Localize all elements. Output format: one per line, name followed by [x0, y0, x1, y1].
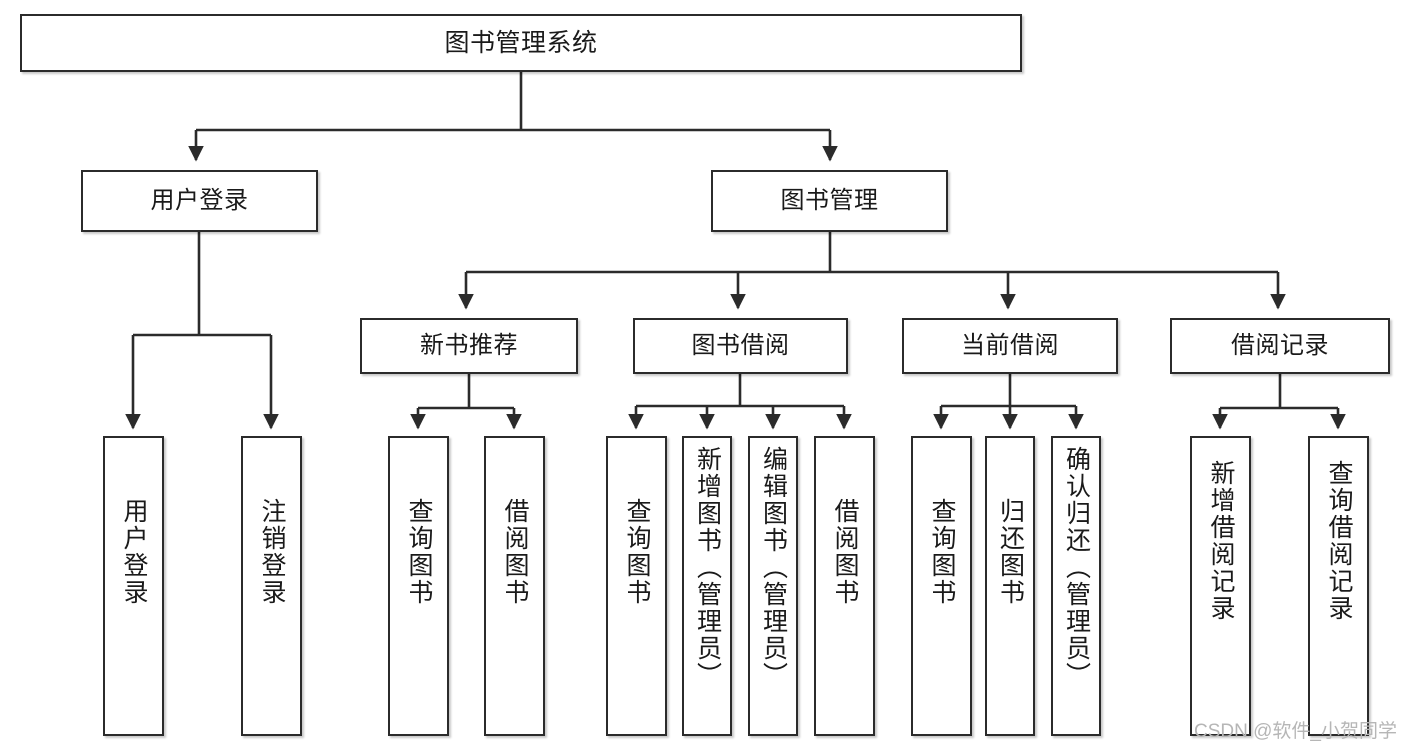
node-leaf-confirm-return[interactable]: 确认归还（管理员） [1051, 436, 1101, 736]
node-leaf-query-book-borrow-label: 查询图书 [623, 498, 651, 606]
node-leaf-edit-book[interactable]: 编辑图书（管理员） [748, 436, 798, 736]
node-book-manage[interactable]: 图书管理 [711, 170, 948, 232]
node-leaf-user-login-label: 用户登录 [120, 498, 148, 606]
node-leaf-user-logout-label: 注销登录 [258, 498, 286, 606]
node-leaf-add-record[interactable]: 新增借阅记录 [1190, 436, 1251, 736]
node-book-manage-label: 图书管理 [780, 187, 879, 215]
node-leaf-user-login[interactable]: 用户登录 [103, 436, 164, 736]
node-book-borrow-label: 图书借阅 [691, 332, 790, 360]
node-leaf-query-book-cur[interactable]: 查询图书 [911, 436, 972, 736]
node-leaf-borrow-book-rec[interactable]: 借阅图书 [484, 436, 545, 736]
node-leaf-borrow-book-label: 借阅图书 [831, 498, 859, 606]
node-new-book-rec[interactable]: 新书推荐 [360, 318, 578, 374]
node-leaf-edit-book-label: 编辑图书（管理员） [759, 446, 788, 689]
node-leaf-query-record-label: 查询借阅记录 [1325, 460, 1353, 622]
node-leaf-borrow-book-rec-label: 借阅图书 [501, 498, 529, 606]
watermark-text: CSDN @软件_小贺同学 [1194, 721, 1397, 742]
node-leaf-add-book-label: 新增图书（管理员） [693, 446, 722, 689]
node-leaf-query-record[interactable]: 查询借阅记录 [1308, 436, 1369, 736]
node-leaf-add-record-label: 新增借阅记录 [1207, 460, 1235, 622]
node-new-book-rec-label: 新书推荐 [420, 332, 518, 360]
node-borrow-record[interactable]: 借阅记录 [1170, 318, 1390, 374]
node-leaf-confirm-return-label: 确认归还（管理员） [1062, 446, 1091, 689]
node-leaf-user-logout[interactable]: 注销登录 [241, 436, 302, 736]
node-root[interactable]: 图书管理系统 [20, 14, 1022, 72]
node-leaf-return-book-label: 归还图书 [996, 498, 1025, 606]
node-leaf-borrow-book[interactable]: 借阅图书 [814, 436, 875, 736]
node-user-login[interactable]: 用户登录 [81, 170, 318, 232]
node-leaf-query-book-rec-label: 查询图书 [405, 498, 433, 606]
node-leaf-query-book-rec[interactable]: 查询图书 [388, 436, 449, 736]
node-book-borrow[interactable]: 图书借阅 [633, 318, 848, 374]
node-leaf-add-book[interactable]: 新增图书（管理员） [682, 436, 732, 736]
node-leaf-return-book[interactable]: 归还图书 [985, 436, 1035, 736]
node-current-borrow-label: 当前借阅 [961, 332, 1059, 360]
node-user-login-label: 用户登录 [150, 187, 249, 215]
node-leaf-query-book-borrow[interactable]: 查询图书 [606, 436, 667, 736]
node-root-label: 图书管理系统 [444, 28, 598, 57]
node-leaf-query-book-cur-label: 查询图书 [928, 498, 956, 606]
node-borrow-record-label: 借阅记录 [1231, 332, 1329, 360]
node-current-borrow[interactable]: 当前借阅 [902, 318, 1118, 374]
